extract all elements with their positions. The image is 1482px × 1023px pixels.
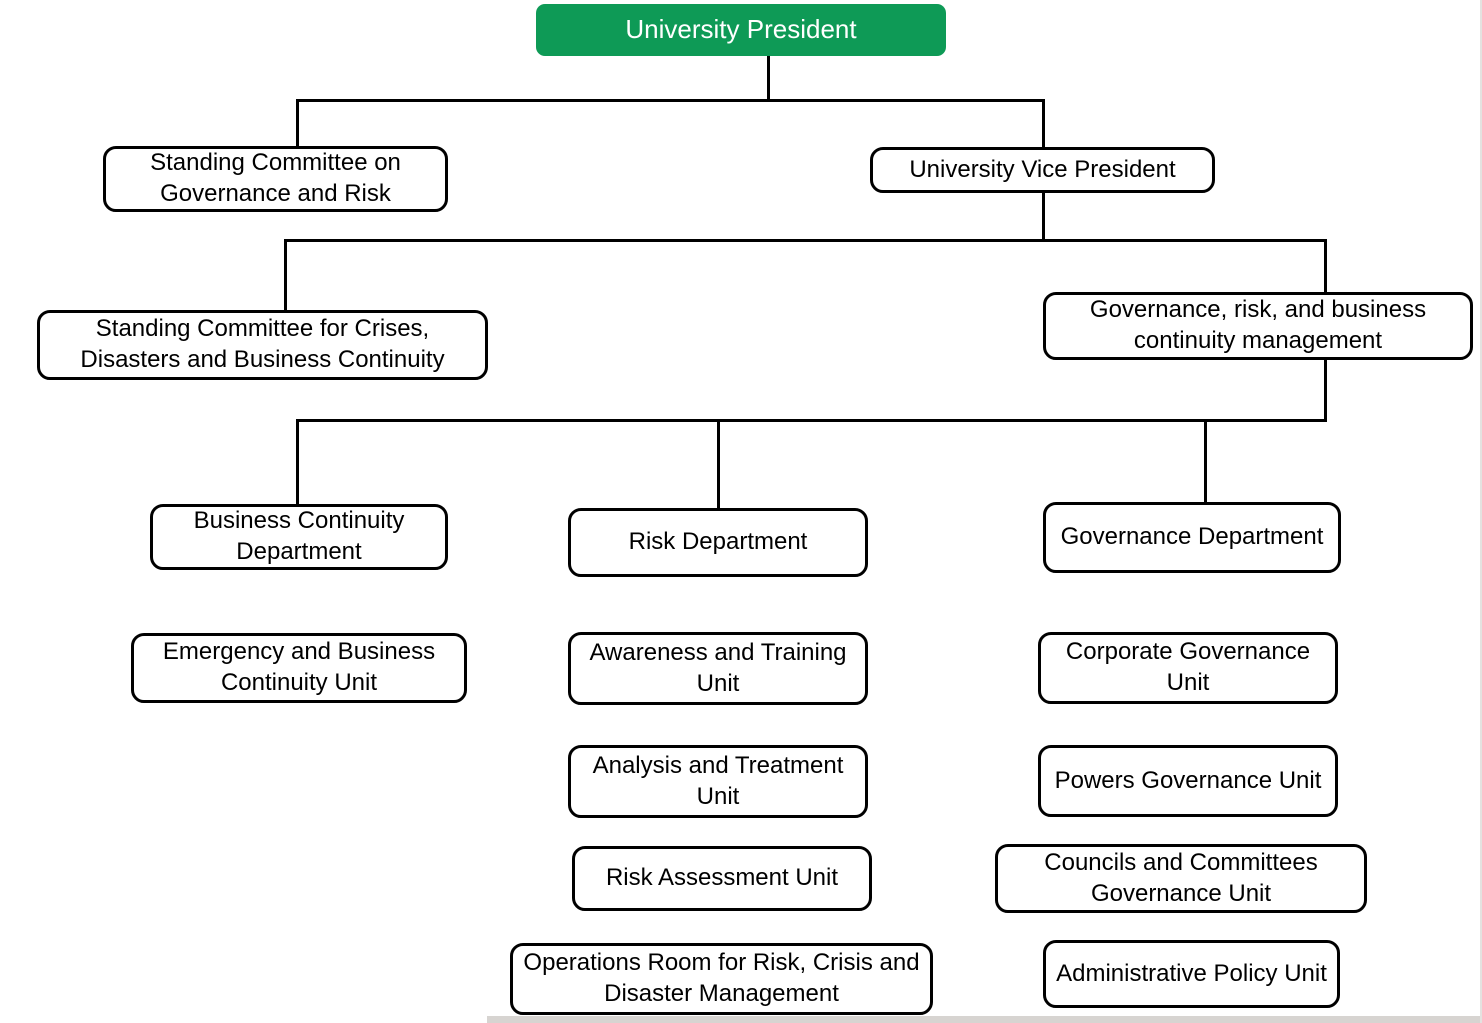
node-standing-committee-crises: Standing Committee for Crises, Disasters… bbox=[37, 310, 488, 380]
node-standing-committee-governance-risk: Standing Committee on Governance and Ris… bbox=[103, 146, 448, 212]
node-grc-management: Governance, risk, and business continuit… bbox=[1043, 292, 1473, 360]
node-label: Administrative Policy Unit bbox=[1056, 959, 1327, 987]
page-bottom-edge bbox=[487, 1016, 1482, 1023]
node-awareness-training-unit: Awareness and Training Unit bbox=[568, 632, 868, 705]
connector-grc-drop-in bbox=[1324, 239, 1327, 293]
node-powers-governance-unit: Powers Governance Unit bbox=[1038, 745, 1338, 817]
node-label: Standing Committee for Crises, Disasters… bbox=[80, 315, 445, 373]
node-councils-committees-governance-unit: Councils and Committees Governance Unit bbox=[995, 844, 1367, 913]
connector-vice-president-drop-in bbox=[1042, 99, 1045, 147]
node-label: Awareness and Training Unit bbox=[589, 638, 847, 697]
node-label: Risk Department bbox=[628, 528, 808, 556]
node-label: Governance Department bbox=[1060, 523, 1324, 551]
node-label: University President bbox=[625, 14, 857, 45]
connector-president-drop bbox=[767, 56, 770, 100]
node-analysis-treatment-unit: Analysis and Treatment Unit bbox=[568, 745, 868, 818]
node-risk-department: Risk Department bbox=[568, 508, 868, 577]
node-label: Analysis and Treatment Unit bbox=[592, 751, 844, 810]
connector-grc-drop-out bbox=[1324, 360, 1327, 420]
connector-governance-dept-drop bbox=[1204, 419, 1207, 502]
node-label: Emergency and Business Continuity Unit bbox=[162, 638, 436, 696]
connector-standing-committee-crises-drop bbox=[284, 239, 287, 310]
node-label: Standing Committee on Governance and Ris… bbox=[150, 149, 401, 207]
node-label: Powers Governance Unit bbox=[1054, 766, 1322, 794]
node-corporate-governance-unit: Corporate Governance Unit bbox=[1038, 632, 1338, 704]
node-risk-assessment-unit: Risk Assessment Unit bbox=[572, 846, 872, 911]
connector-risk-dept-drop bbox=[717, 419, 720, 508]
node-label: Councils and Committees Governance Unit bbox=[1044, 848, 1318, 907]
connector-vice-president-drop-out bbox=[1042, 193, 1045, 240]
node-label: University Vice President bbox=[909, 155, 1176, 183]
node-business-continuity-department: Business Continuity Department bbox=[150, 504, 448, 570]
node-university-president: University President bbox=[536, 4, 946, 56]
node-label: Corporate Governance Unit bbox=[1065, 638, 1311, 696]
connector-business-continuity-dept-drop bbox=[296, 419, 299, 504]
node-label: Business Continuity Department bbox=[193, 507, 405, 565]
node-label: Operations Room for Risk, Crisis and Dis… bbox=[523, 949, 920, 1007]
node-administrative-policy-unit: Administrative Policy Unit bbox=[1043, 940, 1340, 1008]
node-label: Governance, risk, and business continuit… bbox=[1089, 296, 1427, 354]
node-operations-room: Operations Room for Risk, Crisis and Dis… bbox=[510, 943, 933, 1015]
node-governance-department: Governance Department bbox=[1043, 502, 1341, 573]
node-label: Risk Assessment Unit bbox=[605, 864, 839, 892]
page-right-edge bbox=[1480, 0, 1482, 1023]
connector-level3-horizontal bbox=[296, 419, 1327, 422]
node-emergency-business-continuity-unit: Emergency and Business Continuity Unit bbox=[131, 633, 467, 703]
node-university-vice-president: University Vice President bbox=[870, 147, 1215, 193]
connector-level1-horizontal bbox=[296, 99, 1045, 102]
connector-standing-committee-gov-risk-drop bbox=[296, 99, 299, 146]
connector-level2-horizontal bbox=[284, 239, 1327, 242]
